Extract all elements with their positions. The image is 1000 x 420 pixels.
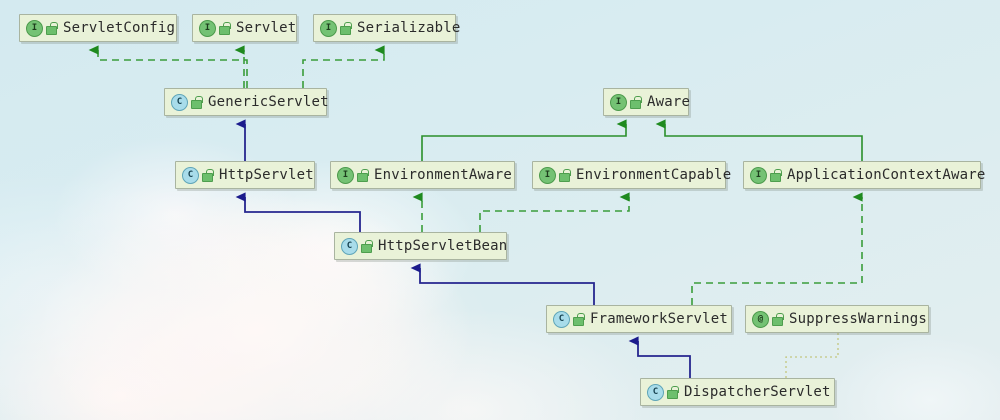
- interface-badge-icon: I: [610, 93, 627, 111]
- public-visibility-icon: [202, 168, 214, 182]
- node-servlet[interactable]: I Servlet: [192, 14, 297, 42]
- node-label: EnvironmentCapable: [576, 167, 732, 183]
- class-badge-icon: C: [182, 166, 199, 184]
- public-visibility-icon: [559, 168, 571, 182]
- interface-badge-icon: I: [26, 19, 43, 37]
- node-label: HttpServlet: [219, 167, 314, 183]
- edge-frameworkservlet-httpservletbean: [410, 263, 595, 305]
- public-visibility-icon: [361, 239, 373, 253]
- node-genericservlet[interactable]: C GenericServlet: [164, 88, 329, 116]
- node-label: ApplicationContextAware: [787, 167, 986, 183]
- node-serializable[interactable]: I Serializable: [313, 14, 460, 42]
- node-label: Serializable: [357, 20, 461, 36]
- public-visibility-icon: [667, 385, 679, 399]
- interface-badge-icon: I: [539, 166, 556, 184]
- node-label: DispatcherServlet: [684, 384, 831, 400]
- public-visibility-icon: [46, 21, 58, 35]
- node-dispatcherservlet[interactable]: C DispatcherServlet: [640, 378, 835, 406]
- edge-httpservletbean-httpservlet: [235, 192, 361, 232]
- edge-environmentaware-aware: [421, 119, 627, 161]
- node-label: Aware: [647, 94, 691, 110]
- edge-genericservlet-servletconfig: [88, 45, 248, 88]
- node-label: ServletConfig: [63, 20, 176, 36]
- public-visibility-icon: [770, 168, 782, 182]
- node-label: SuppressWarnings: [789, 311, 928, 327]
- node-applicationcontextaware[interactable]: I ApplicationContextAware: [743, 161, 985, 189]
- class-badge-icon: C: [647, 383, 664, 401]
- edge-frameworkservlet-applicationcontextaware: [691, 192, 863, 305]
- public-visibility-icon: [573, 312, 585, 326]
- public-visibility-icon: [191, 95, 203, 109]
- edge-dispatcherservlet-frameworkservlet: [628, 336, 691, 378]
- public-visibility-icon: [772, 312, 784, 326]
- class-badge-icon: C: [553, 310, 570, 328]
- node-aware[interactable]: I Aware: [603, 88, 691, 116]
- interface-badge-icon: I: [337, 166, 354, 184]
- interface-badge-icon: I: [750, 166, 767, 184]
- public-visibility-icon: [630, 95, 642, 109]
- interface-badge-icon: I: [199, 19, 216, 37]
- node-label: FrameworkServlet: [590, 311, 729, 327]
- edge-genericservlet-serializable: [302, 45, 385, 88]
- class-badge-icon: C: [171, 93, 188, 111]
- node-environmentcapable[interactable]: I EnvironmentCapable: [532, 161, 731, 189]
- interface-badge-icon: I: [320, 19, 337, 37]
- node-httpservlet[interactable]: C HttpServlet: [175, 161, 315, 189]
- node-environmentaware[interactable]: I EnvironmentAware: [330, 161, 515, 189]
- node-label: GenericServlet: [208, 94, 329, 110]
- annotation-badge-icon: @: [752, 310, 769, 328]
- node-label: EnvironmentAware: [374, 167, 513, 183]
- node-suppresswarnings[interactable]: @ SuppressWarnings: [745, 305, 929, 333]
- public-visibility-icon: [340, 21, 352, 35]
- node-servletconfig[interactable]: I ServletConfig: [19, 14, 177, 42]
- edge-httpservletbean-environmentcapable: [479, 192, 630, 232]
- node-frameworkservlet[interactable]: C FrameworkServlet: [546, 305, 732, 333]
- class-badge-icon: C: [341, 237, 358, 255]
- edge-dispatcherservlet-suppresswarnings: [785, 333, 839, 378]
- public-visibility-icon: [357, 168, 369, 182]
- node-label: Servlet: [236, 20, 297, 36]
- edge-applicationcontextaware-aware: [655, 119, 863, 161]
- public-visibility-icon: [219, 21, 231, 35]
- node-httpservletbean[interactable]: C HttpServletBean: [334, 232, 507, 260]
- node-label: HttpServletBean: [378, 238, 508, 254]
